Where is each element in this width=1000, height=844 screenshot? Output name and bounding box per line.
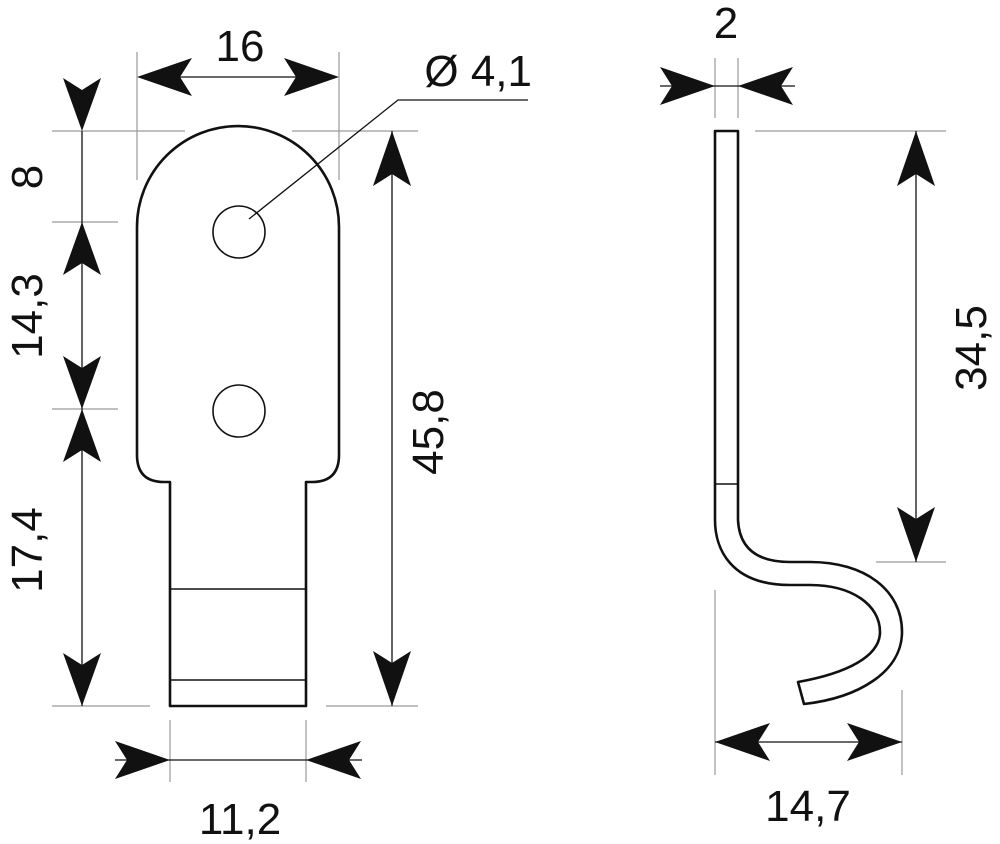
arrow-17-4-bottom xyxy=(63,653,101,706)
dim-label-total-height: 45,8 xyxy=(404,389,453,475)
mounting-hole-top xyxy=(212,205,266,259)
arrow-8-top xyxy=(63,78,101,131)
arrow-14-3-bottom xyxy=(63,356,101,409)
arrow-total-height-bottom xyxy=(373,651,411,706)
front-view: 16 Ø 4,1 8 14,3 17,4 45,8 11,2 xyxy=(3,22,532,844)
arrow-hook-right xyxy=(847,723,902,761)
arrow-width-top-left xyxy=(137,58,192,96)
arrow-straight-top xyxy=(897,131,935,186)
arrow-14-3-top xyxy=(63,222,101,275)
dim-label-tab-width: 11,2 xyxy=(199,795,281,844)
mounting-hole-bottom xyxy=(212,384,266,438)
arrow-total-height-top xyxy=(373,131,411,186)
arrow-17-4-top xyxy=(63,409,101,462)
dim-label-height-tab: 17,4 xyxy=(3,507,52,593)
side-view-outline xyxy=(713,129,904,706)
dim-label-hole-spacing: 14,3 xyxy=(3,273,52,359)
dim-label-thickness: 2 xyxy=(714,0,738,48)
arrow-tab-width-right xyxy=(306,741,361,779)
arrow-thickness-left xyxy=(660,67,715,105)
side-view: 2 34,5 14,7 xyxy=(660,0,996,831)
dim-label-straight-length: 34,5 xyxy=(947,305,996,391)
dim-label-hook-depth: 14,7 xyxy=(765,782,851,831)
arrow-hook-left xyxy=(715,723,770,761)
front-view-outline xyxy=(135,124,341,708)
dim-label-hole-diameter: Ø 4,1 xyxy=(424,47,532,96)
dim-label-width-top: 16 xyxy=(216,22,265,71)
dim-label-height-top: 8 xyxy=(3,165,52,189)
leader-hole-diameter xyxy=(248,99,528,220)
arrow-straight-bottom xyxy=(897,507,935,562)
arrow-thickness-right xyxy=(738,67,793,105)
arrow-width-top-right xyxy=(284,58,339,96)
arrow-tab-width-left xyxy=(115,741,170,779)
